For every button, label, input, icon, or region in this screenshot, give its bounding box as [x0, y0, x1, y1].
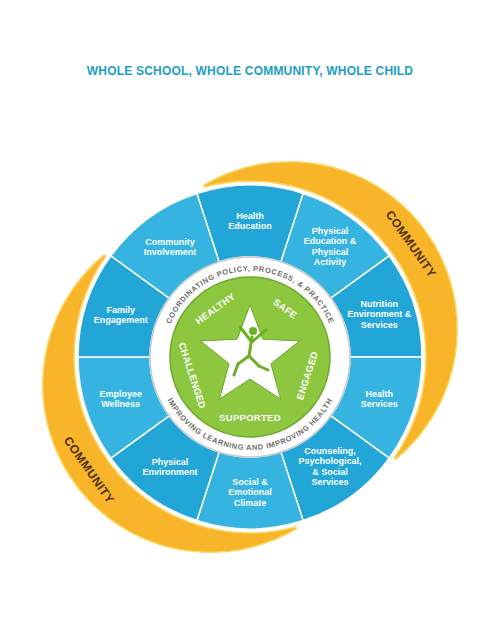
node-text: Employee Wellness: [88, 389, 154, 410]
diagram-title: WHOLE SCHOOL, WHOLE COMMUNITY, WHOLE CHI…: [0, 64, 500, 78]
component-segment: Family Engagement: [88, 305, 154, 326]
node-text: Health Services: [346, 389, 412, 410]
component-segment: Nutrition Environment & Services: [346, 299, 412, 330]
inner-ring: [150, 257, 350, 457]
node-text: Community Involvement: [137, 237, 203, 258]
component-segment: Community Involvement: [137, 237, 203, 258]
component-segment: Physical Environment: [137, 457, 203, 478]
ring-text: IMPROVING LEARNING AND IMPROVING HEALTH: [166, 396, 335, 452]
star-circle: [170, 277, 330, 437]
star-word: SUPPORTED: [219, 412, 281, 423]
node-text: Nutrition Environment & Services: [346, 299, 412, 330]
component-segment: Social & Emotional Climate: [217, 477, 283, 508]
node-text: Social & Emotional Climate: [217, 477, 283, 508]
node-text: Counseling, Psychological, & Social Serv…: [297, 446, 363, 487]
jumping-figure: [234, 327, 268, 375]
component-segment: Physical Education & Physical Activity: [297, 226, 363, 267]
ring-text: COORDINATING POLICY, PROCESS, & PRACTICE: [164, 264, 336, 325]
ring-text: COORDINATING POLICY, PROCESS, & PRACTICE: [164, 264, 336, 325]
component-segment: Health Services: [346, 389, 412, 410]
component-segment: Health Education: [217, 211, 283, 232]
node-text: Health Education: [217, 211, 283, 232]
node-text: Physical Environment: [137, 457, 203, 478]
ring-text: IMPROVING LEARNING AND IMPROVING HEALTH: [166, 396, 335, 452]
component-segment: Employee Wellness: [88, 389, 154, 410]
star-shape: [201, 305, 300, 399]
node-text: Family Engagement: [88, 305, 154, 326]
node-text: Physical Education & Physical Activity: [297, 226, 363, 267]
component-segment: Counseling, Psychological, & Social Serv…: [297, 446, 363, 487]
